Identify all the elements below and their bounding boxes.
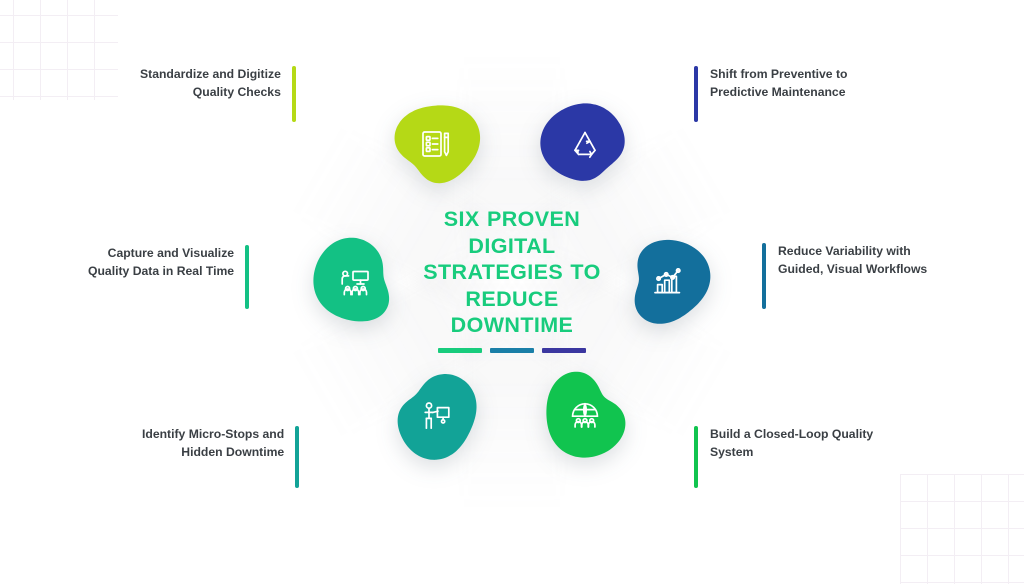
label-text: Identify Micro-Stops and Hidden Downtime — [142, 427, 285, 459]
page-title: SIX PROVEN DIGITAL STRATEGIES TO REDUCE … — [423, 207, 601, 337]
node-preventive-to-predictive[interactable] — [531, 90, 639, 198]
label-accent-bar — [245, 245, 250, 309]
node-closed-loop-quality[interactable] — [531, 361, 639, 469]
person-presenting-board-icon — [382, 361, 490, 469]
petal-shape — [301, 227, 409, 335]
label-preventive-to-predictive: Shift from Preventive to Predictive Main… — [694, 66, 847, 122]
label-standardize-digitize: Standardize and Digitize Quality Checks — [140, 66, 296, 122]
label-capture-visualize-data: Capture and Visualize Quality Data in Re… — [88, 245, 250, 309]
label-text: Capture and Visualize Quality Data in Re… — [88, 246, 235, 278]
label-accent-bar — [694, 66, 698, 122]
bar-chart-trendline-icon — [613, 227, 721, 335]
training-presentation-audience-icon — [301, 227, 409, 335]
label-text: Reduce Variability with Guided, Visual W… — [778, 244, 928, 276]
recycle-arrows-icon — [531, 90, 639, 198]
label-text: Standardize and Digitize Quality Checks — [140, 67, 281, 99]
clipboard-checklist-pencil-icon — [382, 90, 490, 198]
label-text: Shift from Preventive to Predictive Main… — [710, 67, 848, 99]
node-standardize-digitize[interactable] — [382, 90, 490, 198]
label-text: Build a Closed-Loop Quality System — [710, 427, 874, 459]
label-accent-bar — [762, 243, 766, 309]
label-closed-loop-quality: Build a Closed-Loop Quality System — [694, 426, 873, 488]
label-accent-bar — [291, 66, 296, 122]
label-reduce-variability: Reduce Variability with Guided, Visual W… — [762, 243, 927, 309]
label-accent-bar — [295, 426, 300, 488]
label-accent-bar — [694, 426, 698, 488]
accent-dash-group — [419, 347, 605, 353]
dash-indigo — [542, 347, 586, 353]
label-identify-micro-stops: Identify Micro-Stops and Hidden Downtime — [142, 426, 300, 488]
node-reduce-variability[interactable] — [613, 227, 721, 335]
dash-blue — [490, 347, 534, 353]
centre-title-block: SIX PROVEN DIGITAL STRATEGIES TO REDUCE … — [419, 206, 605, 353]
petal-shape — [531, 90, 639, 198]
globe-people-icon — [531, 361, 639, 469]
dash-green — [438, 347, 482, 353]
node-capture-visualize-data[interactable] — [301, 227, 409, 335]
node-identify-micro-stops[interactable] — [382, 361, 490, 469]
